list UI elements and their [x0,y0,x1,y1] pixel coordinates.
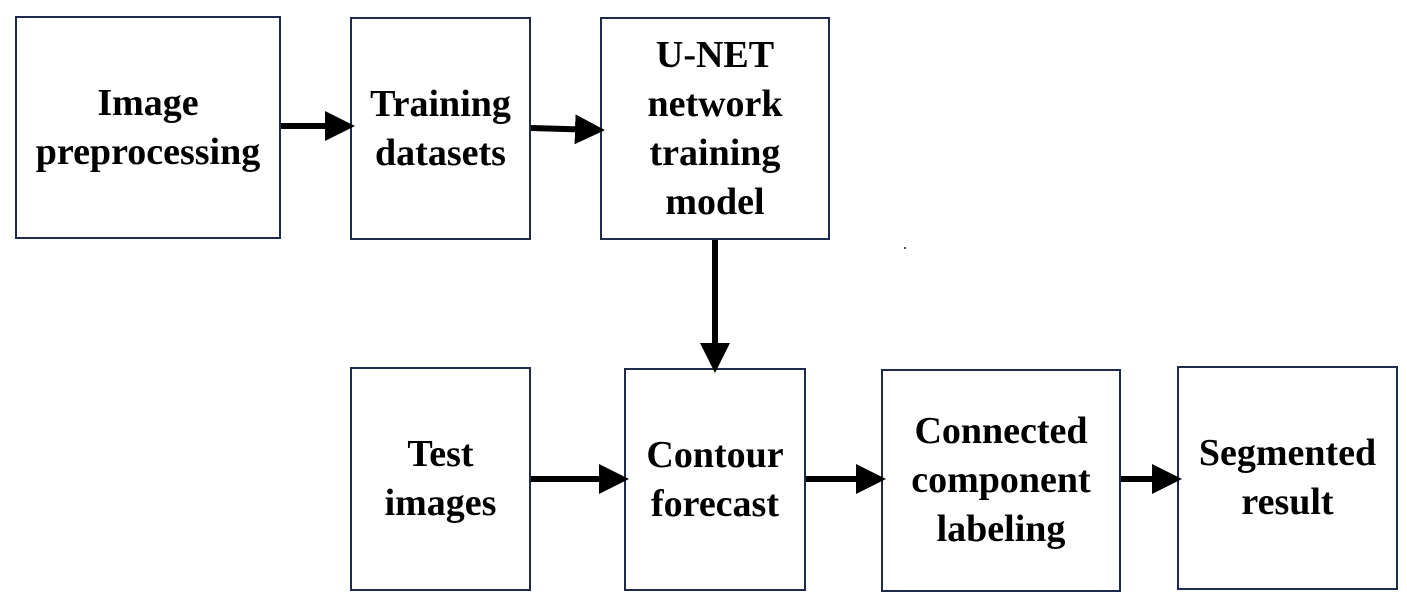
image-preprocessing-box: Image preprocessing [15,16,281,239]
unet-training-model-label: U-NET network training model [647,33,783,223]
image-preprocessing-label: Image preprocessing [35,81,261,173]
training-datasets-label: Training datasets [370,82,511,174]
stray-dot [904,247,906,249]
training-datasets-box: Training datasets [350,17,531,240]
test-images-label: Test images [384,433,497,524]
unet-training-model-box: U-NET network training model [600,17,830,240]
segmented-result-label: Segmented result [1198,432,1377,523]
segmented-result-box: Segmented result [1177,366,1398,590]
contour-forecast-label: Contour forecast [646,433,784,525]
arrow-datasets-to-unet [530,114,605,145]
test-images-box: Test images [350,367,531,591]
connected-component-labeling-label: Connected component labeling [911,410,1091,550]
connected-component-labeling-box: Connected component labeling [881,369,1121,592]
